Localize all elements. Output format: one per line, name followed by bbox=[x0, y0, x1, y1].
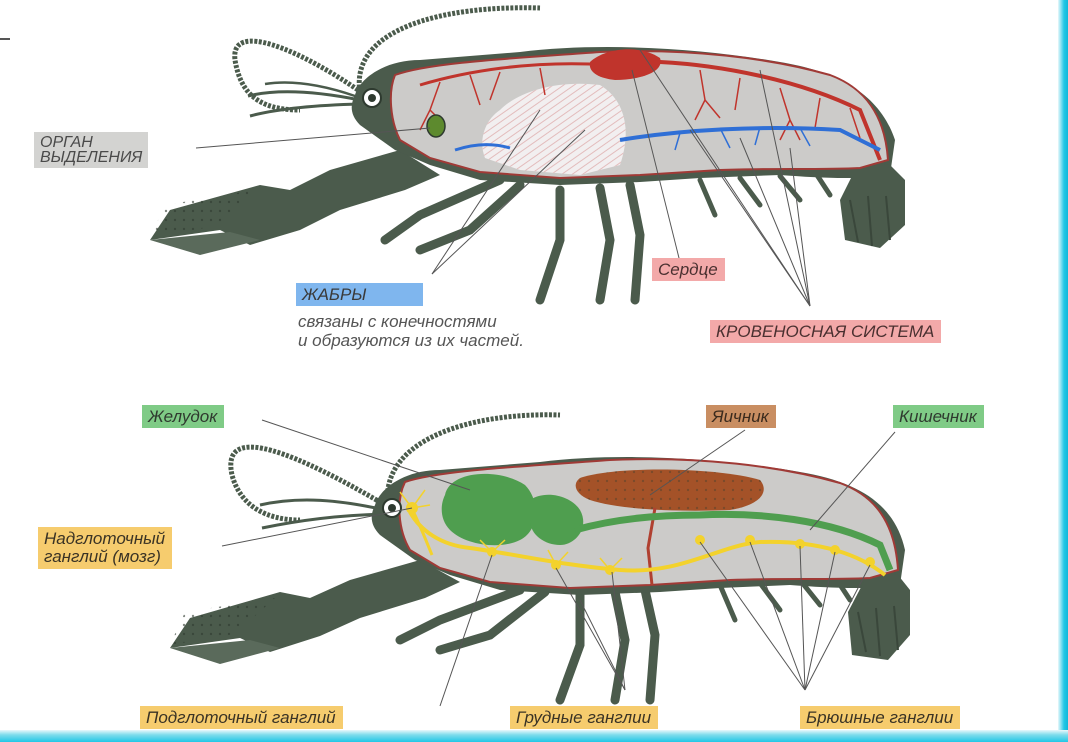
label-ovary: Яичник bbox=[706, 405, 776, 428]
label-heart: Сердце bbox=[652, 258, 725, 281]
label-subpharyngeal-ganglion: Подглоточный ганглий bbox=[140, 706, 343, 729]
label-excretory-organ: ОРГАН ВЫДЕЛЕНИЯ bbox=[34, 132, 148, 168]
label-thoracic-ganglia: Грудные ганглии bbox=[510, 706, 658, 729]
crayfish-nervous-digestive-icon bbox=[170, 415, 910, 700]
frame-border-right bbox=[1058, 0, 1068, 742]
frame-border-bottom bbox=[0, 730, 1068, 742]
label-intestine: Кишечник bbox=[893, 405, 984, 428]
gills-note: связаны с конечностями и образуются из и… bbox=[298, 312, 524, 350]
label-circulatory-system: КРОВЕНОСНАЯ СИСТЕМА bbox=[710, 320, 941, 343]
label-stomach: Желудок bbox=[142, 405, 224, 428]
label-gills: ЖАБРЫ bbox=[296, 283, 423, 306]
label-supraesophageal-ganglion: Надглоточный ганглий (мозг) bbox=[38, 527, 172, 569]
label-abdominal-ganglia: Брюшные ганглии bbox=[800, 706, 960, 729]
crayfish-illustration bbox=[0, 0, 1058, 730]
crayfish-circulatory-icon bbox=[150, 8, 905, 300]
